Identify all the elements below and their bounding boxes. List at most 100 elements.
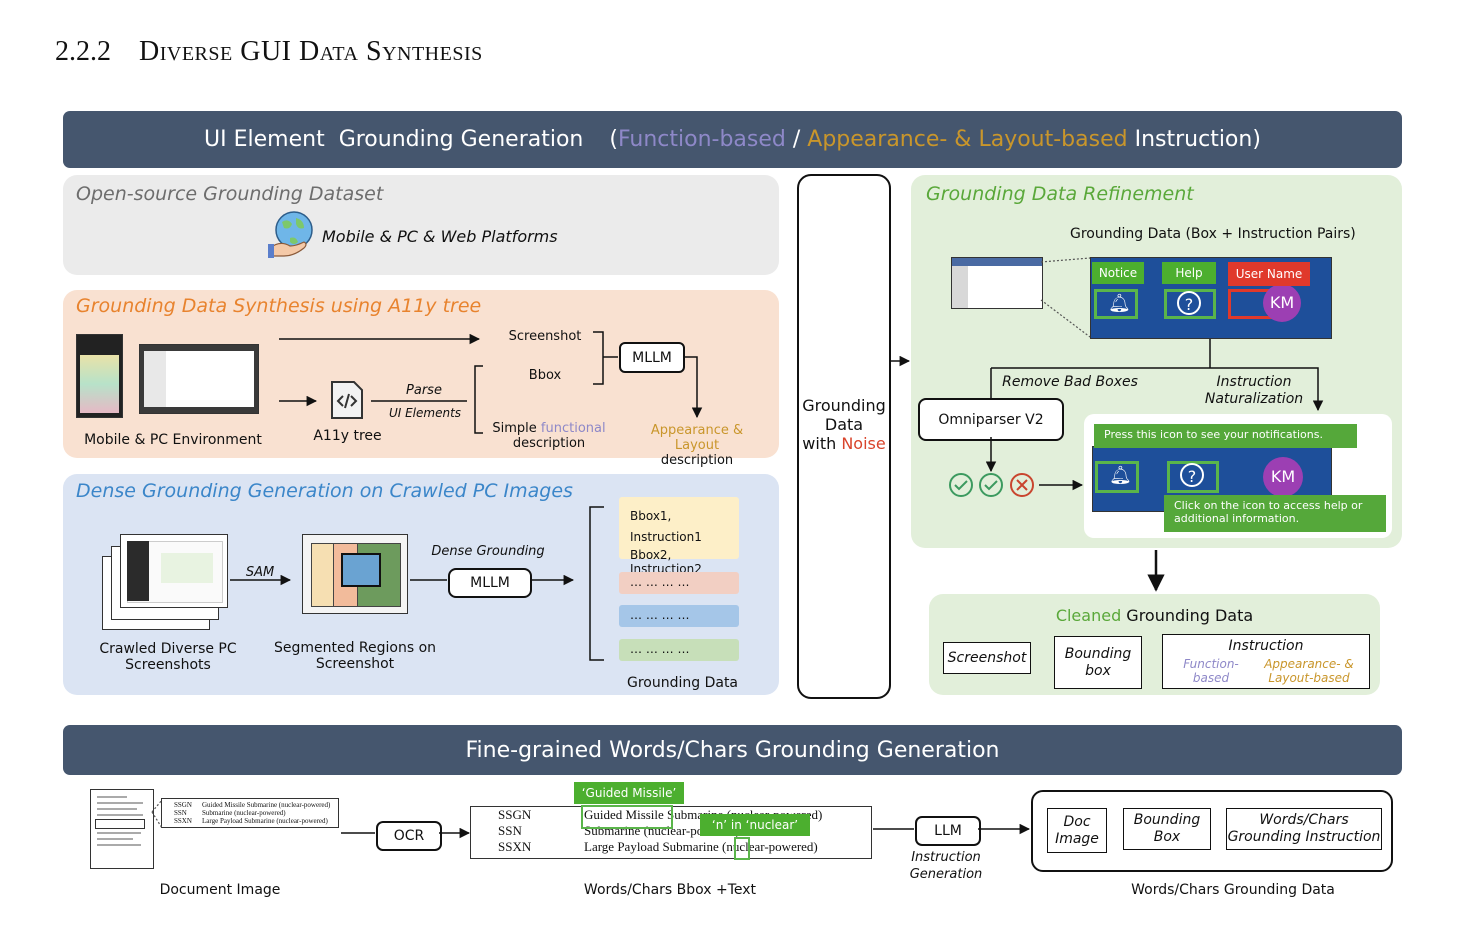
description2-text: description: [660, 453, 734, 468]
doc-image-line1: Doc: [1063, 813, 1091, 830]
crawled-label: Crawled Diverse PC Screenshots: [88, 641, 248, 673]
naturalization-line2: Naturalization: [1204, 391, 1304, 407]
doc-image-box: Doc Image: [1047, 808, 1107, 853]
dense-grounding-data-label: Grounding Data: [626, 675, 739, 691]
section-number: 2.2.2: [55, 36, 111, 67]
grounding-item-yellow: Bbox1, Instruction1 Bbox2, Instruction2 …: [619, 497, 739, 588]
words-code-3: SSXN: [498, 839, 532, 854]
section-title: Diverse GUI Data Synthesis: [139, 36, 483, 67]
globe-hand-icon: [268, 208, 318, 260]
bounding-box-line2: Box: [1153, 829, 1181, 845]
refine-title: Grounding Data Refinement: [926, 183, 1194, 205]
help-box: [1164, 289, 1216, 319]
words-bbox-label: Words/Chars Bbox +Text: [583, 882, 757, 898]
doc-zoom-desc-3: Large Payload Submarine (nuclear-powered…: [202, 817, 328, 825]
banner-appearance: Appearance- & Layout-based: [807, 127, 1128, 152]
guided-missile-box: [581, 805, 673, 829]
crawled-line1: Crawled Diverse PC: [99, 641, 237, 657]
tip-notifications: Press this icon to see your notification…: [1094, 424, 1357, 448]
top-banner: UI Element Grounding Generation ( Functi…: [63, 111, 1402, 168]
crawled-line2: Screenshots: [125, 657, 211, 673]
cleaned-word: Cleaned: [1055, 606, 1122, 625]
cleaned-app-line1: Appearance- &: [1264, 657, 1354, 671]
noise-line1: Grounding: [802, 396, 886, 415]
words-code-2: SSN: [498, 823, 522, 838]
doc-image-line2: Image: [1055, 830, 1099, 847]
doc-zoom-desc-2: Submarine (nuclear-powered): [202, 809, 286, 817]
naturalized-help-box: [1167, 461, 1219, 493]
doc-zoom-code-1: SSGN: [174, 801, 192, 809]
noise-line3: with Noise: [797, 434, 891, 453]
pc-screenshot-thumb: [139, 344, 259, 414]
cleaned-title: Cleaned Grounding Data: [929, 606, 1380, 625]
cleaned-bbox-line1: Bounding: [1064, 645, 1132, 662]
grounding-item-red: … … … …: [619, 572, 739, 594]
doc-zoom-desc-1: Guided Missile Submarine (nuclear-powere…: [202, 801, 331, 809]
noise-word: Noise: [841, 434, 886, 453]
cleaned-app-line2: Layout-based: [1268, 671, 1350, 685]
grounding-item-1: Bbox1, Instruction1: [630, 509, 702, 544]
platforms-label: Mobile & PC & Web Platforms: [322, 227, 558, 246]
screenshot-label: Screenshot: [508, 329, 582, 344]
grounding-item-green: … … … …: [619, 639, 739, 661]
noise-with: with: [802, 434, 842, 453]
naturalized-km-avatar: KM: [1263, 457, 1303, 497]
bottom-banner: Fine-grained Words/Chars Grounding Gener…: [63, 725, 1402, 775]
words-desc-3: Large Payload Submarine (nuclear-powered…: [584, 839, 818, 854]
words-instr-line2: Grounding Instruction: [1227, 829, 1381, 845]
banner-function: Function-based: [617, 127, 786, 152]
user-name-tag: User Name: [1228, 262, 1310, 286]
naturalization-label: Instruction Naturalization: [1194, 374, 1314, 408]
code-file-icon: [330, 380, 364, 420]
words-instr-line1: Words/Chars: [1259, 812, 1349, 828]
small-ui-thumb: [951, 257, 1043, 309]
notice-box: [1094, 289, 1138, 319]
cleaned-bbox-box: Bounding box: [1054, 636, 1142, 689]
sam-label: SAM: [245, 565, 275, 580]
a11y-title: Grounding Data Synthesis using A11y tree: [76, 295, 482, 317]
help-icon: ?: [1177, 291, 1201, 315]
instr-gen-line2: Generation: [909, 867, 983, 882]
cleaned-func-line1: Function-: [1183, 657, 1239, 671]
grounding-item-blue: … … … …: [619, 605, 739, 627]
open-source-panel: [63, 175, 779, 275]
banner-slash: /: [785, 127, 808, 152]
document-thumb: [90, 789, 154, 869]
cleaned-bbox-line2: box: [1085, 662, 1111, 679]
mllm-box-a11y: MLLM: [619, 342, 685, 373]
naturalized-help-icon: ?: [1180, 463, 1204, 487]
env-label: Mobile & PC Environment: [84, 432, 262, 448]
naturalized-bell-icon: 🔔︎: [1109, 465, 1132, 486]
parse-label: Parse: [406, 383, 442, 398]
noise-label: Grounding Data with Noise: [797, 396, 891, 453]
appearance-layout-label: Appearance & Layout description: [630, 423, 764, 468]
bbox-label: Bbox: [528, 368, 562, 383]
cleaned-screenshot-box: Screenshot: [943, 642, 1031, 674]
open-source-title: Open-source Grounding Dataset: [76, 183, 384, 205]
cleaned-function-label: Function- based: [1169, 657, 1253, 685]
pairs-label: Grounding Data (Box + Instruction Pairs): [1070, 226, 1356, 242]
segmented-line1: Segmented Regions on: [273, 640, 437, 656]
doc-zoom-row-2: SSN Submarine (nuclear-powered): [174, 809, 338, 817]
words-row-3: SSXN Large Payload Submarine (nuclear-pow…: [498, 839, 871, 855]
segmented-line2: Screenshot: [315, 656, 395, 672]
words-code-1: SSGN: [498, 807, 532, 822]
appearance-layout-text: Appearance & Layout: [650, 423, 744, 453]
tip-help: Click on the icon to access help or addi…: [1164, 495, 1386, 532]
bell-icon: 🔔︎: [1108, 293, 1131, 314]
words-instruction-box: Words/Chars Grounding Instruction: [1226, 808, 1382, 850]
banner-open-paren: (: [609, 127, 618, 152]
check-cross-icons: [948, 472, 1038, 498]
doc-zoom-code-2: SSN: [174, 809, 187, 817]
notice-tag: Notice: [1092, 262, 1144, 284]
doc-zoom-row-3: SSXN Large Payload Submarine (nuclear-pow…: [174, 817, 338, 825]
cleaned-instruction-box: Instruction Function- based Appearance- …: [1162, 634, 1370, 689]
document-image-label: Document Image: [159, 882, 281, 898]
help-tag: Help: [1162, 262, 1216, 284]
doc-zoom-code-3: SSXN: [174, 817, 192, 825]
dense-grounding-label: Dense Grounding: [431, 544, 545, 559]
cleaned-instruction-title: Instruction: [1228, 638, 1304, 654]
simple-functional-label: Simple functional description: [488, 421, 610, 451]
